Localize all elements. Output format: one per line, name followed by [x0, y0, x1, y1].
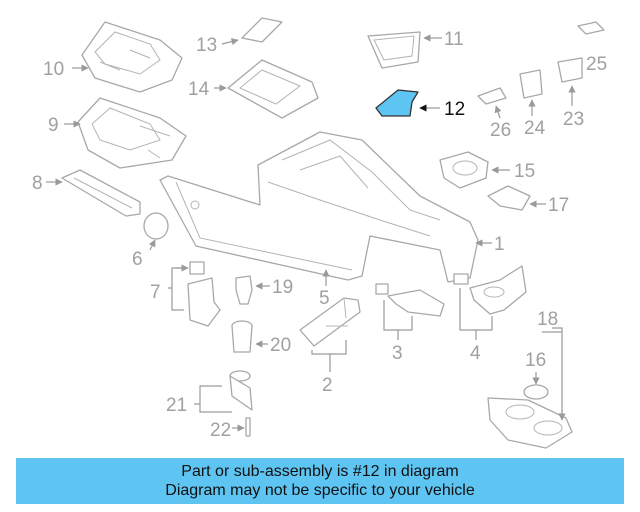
callout-11[interactable]: 11: [444, 29, 464, 50]
part-24: 24: [519, 69, 546, 139]
callout-13[interactable]: 13: [196, 35, 217, 56]
callout-3[interactable]: 3: [392, 343, 403, 364]
info-banner: Part or sub-assembly is #12 in diagram D…: [16, 458, 624, 504]
callout-15[interactable]: 15: [514, 161, 535, 182]
part-10: 10: [43, 21, 183, 93]
callout-9[interactable]: 9: [48, 115, 59, 136]
callout-6[interactable]: 6: [132, 249, 143, 270]
part-18: 18: [487, 309, 573, 449]
part-6: 6: [132, 212, 169, 270]
part-11: 11: [367, 29, 464, 69]
callout-1[interactable]: 1: [494, 234, 505, 255]
part-22: 22: [210, 417, 251, 441]
callout-7[interactable]: 7: [150, 282, 161, 303]
callout-26[interactable]: 26: [490, 120, 511, 141]
callout-23[interactable]: 23: [563, 109, 584, 130]
callout-25[interactable]: 25: [586, 54, 607, 75]
callout-8[interactable]: 8: [32, 173, 43, 194]
part-12-highlighted[interactable]: 12: [375, 89, 465, 120]
part-3: 3: [375, 283, 445, 364]
callout-4[interactable]: 4: [470, 343, 481, 364]
callout-17[interactable]: 17: [548, 195, 569, 216]
callout-5[interactable]: 5: [319, 288, 330, 309]
part-8: 8: [32, 169, 141, 217]
part-15: 15: [439, 151, 535, 189]
part-20: 20: [231, 320, 291, 356]
callout-21[interactable]: 21: [166, 395, 187, 416]
callout-2[interactable]: 2: [322, 375, 333, 396]
banner-line-1: Part or sub-assembly is #12 in diagram: [181, 463, 459, 480]
callout-24[interactable]: 24: [524, 118, 546, 139]
parts-diagram: 10 13 14 9 8 6: [32, 17, 607, 449]
callout-18[interactable]: 18: [537, 309, 558, 330]
part-5: 5: [319, 269, 330, 309]
callout-20[interactable]: 20: [270, 335, 291, 356]
callout-12[interactable]: 12: [444, 99, 465, 120]
part-9: 9: [48, 97, 187, 169]
part-4: 4: [453, 265, 527, 364]
callout-22[interactable]: 22: [210, 420, 231, 441]
part-2: 2: [299, 297, 361, 396]
part-23: 23: [557, 57, 584, 130]
callout-16[interactable]: 16: [525, 350, 546, 371]
part-19: 19: [235, 275, 293, 305]
part-17: 17: [487, 185, 569, 216]
callout-10[interactable]: 10: [43, 59, 64, 80]
part-26: 26: [477, 87, 511, 141]
part-7: 7: [150, 261, 221, 327]
part-25: 25: [577, 21, 607, 75]
part-1-console: 1: [159, 131, 505, 283]
callout-14[interactable]: 14: [188, 79, 210, 100]
part-21: 21: [166, 370, 253, 416]
part-16: 16: [523, 350, 549, 400]
banner-line-2: Diagram may not be specific to your vehi…: [165, 482, 475, 499]
callout-19[interactable]: 19: [272, 277, 293, 298]
part-14: 14: [188, 59, 319, 119]
part-13: 13: [196, 17, 283, 56]
